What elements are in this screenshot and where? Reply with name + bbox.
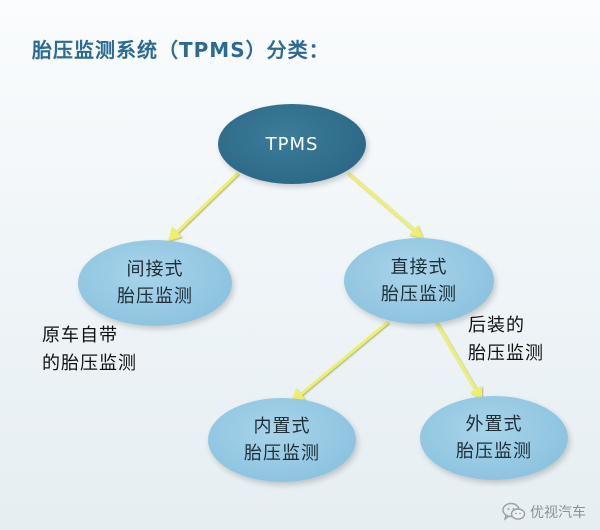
node-indirect-line-1: 间接式	[126, 259, 184, 280]
node-direct-line-2: 胎压监测	[381, 284, 457, 305]
node-external-tpms: 外置式 胎压监测	[420, 396, 568, 480]
diagram-title: 胎压监测系统（TPMS）分类：	[32, 38, 330, 62]
watermark: 优视汽车	[502, 502, 586, 522]
arrowhead-root-to-direct	[409, 225, 423, 238]
arrow-direct-to-built-in	[299, 320, 389, 397]
wechat-icon	[502, 502, 526, 522]
node-external-line-2: 胎压监测	[456, 441, 532, 462]
annotation-direct-line-2: 胎压监测	[468, 343, 544, 364]
node-tpms-label: TPMS	[265, 133, 319, 155]
node-built-in-tpms: 内置式 胎压监测	[208, 398, 356, 482]
node-direct-line-1: 直接式	[390, 257, 448, 278]
annotation-direct-line-1: 后装的	[468, 315, 525, 336]
annotation-indirect-line-2: 的胎压监测	[42, 353, 137, 374]
watermark-text: 优视汽车	[530, 505, 586, 521]
annotation-indirect: 原车自带 的胎压监测	[42, 322, 137, 378]
arrow-direct-to-external	[434, 321, 478, 391]
node-tpms: TPMS	[218, 104, 366, 184]
node-indirect-line-2: 胎压监测	[117, 286, 193, 307]
node-built-in-line-1: 内置式	[253, 416, 311, 437]
node-external-line-1: 外置式	[465, 414, 523, 435]
arrow-root-to-indirect	[174, 171, 240, 235]
node-direct-tpms: 直接式 胎压监测	[344, 238, 494, 324]
node-built-in-line-2: 胎压监测	[244, 443, 320, 464]
annotation-indirect-line-1: 原车自带	[42, 325, 118, 346]
node-indirect-tpms: 间接式 胎压监测	[78, 240, 232, 326]
arrowhead-root-to-indirect	[168, 227, 182, 241]
annotation-direct: 后装的 胎压监测	[468, 312, 544, 368]
arrow-root-to-direct	[347, 171, 415, 232]
